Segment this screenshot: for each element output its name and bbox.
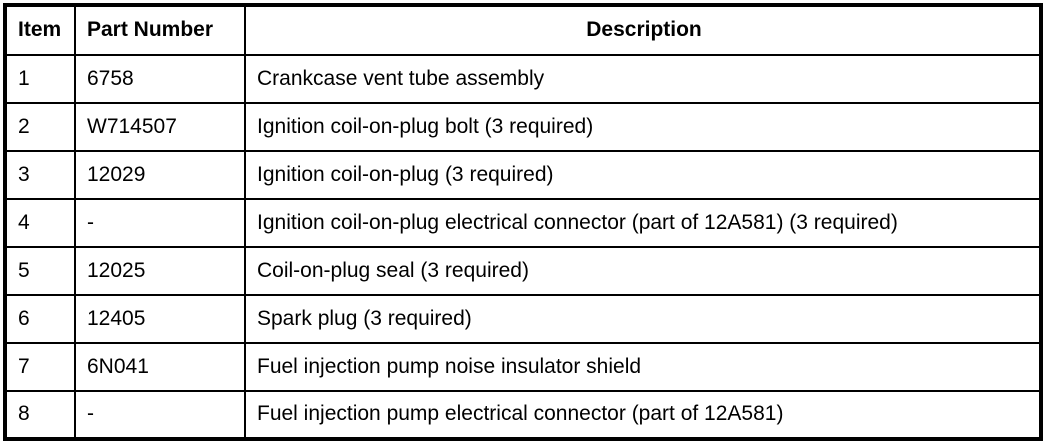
table-row: 7 6N041 Fuel injection pump noise insula…: [4, 342, 1042, 392]
table-row: 8 - Fuel injection pump electrical conne…: [4, 390, 1042, 440]
cell-description: Crankcase vent tube assembly: [244, 54, 1042, 104]
cell-part-number: 12405: [74, 294, 246, 344]
cell-item: 7: [4, 342, 76, 392]
cell-part-number: -: [74, 390, 246, 440]
cell-description: Ignition coil-on-plug bolt (3 required): [244, 102, 1042, 152]
cell-part-number: W714507: [74, 102, 246, 152]
cell-description: Spark plug (3 required): [244, 294, 1042, 344]
cell-item: 4: [4, 198, 76, 248]
cell-item: 6: [4, 294, 76, 344]
cell-item: 5: [4, 246, 76, 296]
cell-item: 2: [4, 102, 76, 152]
cell-description: Coil-on-plug seal (3 required): [244, 246, 1042, 296]
column-header-part-number: Part Number: [74, 4, 246, 56]
cell-part-number: 6758: [74, 54, 246, 104]
table-header-row: Item Part Number Description: [4, 4, 1042, 56]
cell-item: 3: [4, 150, 76, 200]
table-row: 1 6758 Crankcase vent tube assembly: [4, 54, 1042, 104]
cell-description: Fuel injection pump noise insulator shie…: [244, 342, 1042, 392]
parts-table: Item Part Number Description 1 6758 Cran…: [3, 3, 1043, 441]
cell-part-number: 12025: [74, 246, 246, 296]
table-row: 2 W714507 Ignition coil-on-plug bolt (3 …: [4, 102, 1042, 152]
cell-description: Fuel injection pump electrical connector…: [244, 390, 1042, 440]
table-row: 4 - Ignition coil-on-plug electrical con…: [4, 198, 1042, 248]
cell-description: Ignition coil-on-plug electrical connect…: [244, 198, 1042, 248]
cell-item: 1: [4, 54, 76, 104]
cell-part-number: 12029: [74, 150, 246, 200]
cell-item: 8: [4, 390, 76, 440]
cell-part-number: 6N041: [74, 342, 246, 392]
column-header-description: Description: [244, 4, 1042, 56]
table-row: 3 12029 Ignition coil-on-plug (3 require…: [4, 150, 1042, 200]
column-header-item: Item: [4, 4, 76, 56]
cell-part-number: -: [74, 198, 246, 248]
table-row: 5 12025 Coil-on-plug seal (3 required): [4, 246, 1042, 296]
table-row: 6 12405 Spark plug (3 required): [4, 294, 1042, 344]
cell-description: Ignition coil-on-plug (3 required): [244, 150, 1042, 200]
